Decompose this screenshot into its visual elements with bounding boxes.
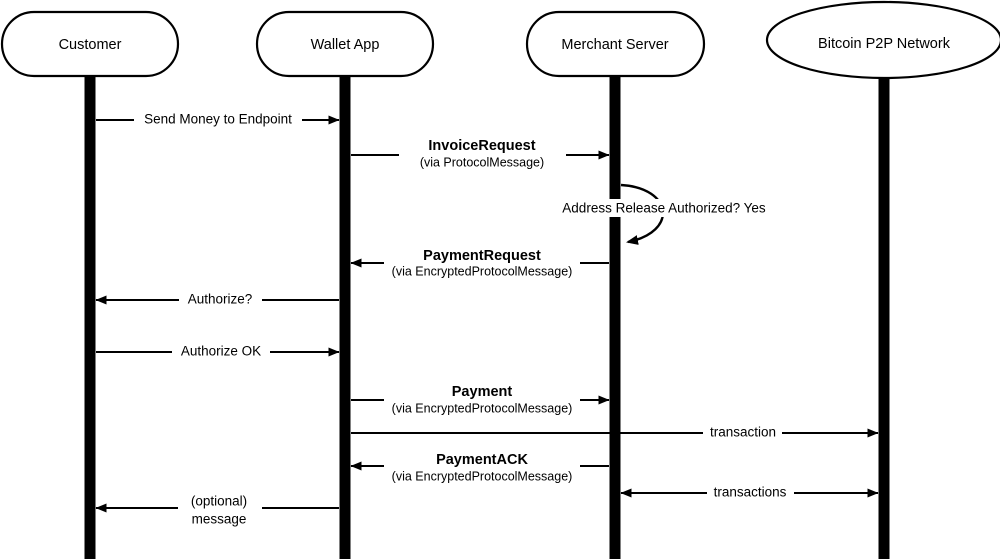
label-backdrop xyxy=(399,138,566,170)
message-sublabel: (via EncryptedProtocolMessage) xyxy=(392,401,573,415)
actor-label-merchant: Merchant Server xyxy=(561,37,668,53)
label-backdrop xyxy=(179,291,262,309)
label-backdrop xyxy=(703,424,782,442)
label-backdrop xyxy=(384,246,580,278)
label-backdrop xyxy=(134,111,302,129)
message-transactions[interactable]: transactions xyxy=(620,484,879,502)
actor-headers-group: Customer Wallet App Merchant Server Bitc… xyxy=(0,0,1000,80)
message-label: Address Release Authorized? Yes xyxy=(562,201,766,216)
message-label: PaymentACK xyxy=(436,452,528,468)
message-label: InvoiceRequest xyxy=(428,138,535,154)
label-backdrop xyxy=(178,492,262,524)
actor-label-wallet: Wallet App xyxy=(311,37,380,53)
message-invoice-request[interactable]: InvoiceRequest (via ProtocolMessage) xyxy=(351,138,610,170)
message-sublabel: (via EncryptedProtocolMessage) xyxy=(392,264,573,278)
message-label: transaction xyxy=(710,425,776,440)
message-transaction[interactable]: transaction xyxy=(351,424,879,442)
message-optional[interactable]: (optional) message xyxy=(95,492,339,527)
message-label: Send Money to Endpoint xyxy=(144,112,292,127)
actor-label-bitcoin: Bitcoin P2P Network xyxy=(818,36,951,52)
message-label: Authorize OK xyxy=(181,344,261,359)
label-backdrop xyxy=(384,449,580,481)
actor-box-customer[interactable] xyxy=(0,10,180,78)
label-backdrop xyxy=(172,343,270,361)
message-label: Authorize? xyxy=(188,292,253,307)
actor-label-customer: Customer xyxy=(59,37,122,53)
actor-ellipse-bitcoin[interactable] xyxy=(765,0,1000,80)
lifelines-group xyxy=(84,76,890,559)
message-authorize-ok[interactable]: Authorize OK xyxy=(96,343,340,361)
message-sublabel: message xyxy=(192,512,247,527)
label-backdrop xyxy=(707,484,794,502)
message-payment-request[interactable]: PaymentRequest (via EncryptedProtocolMes… xyxy=(350,246,609,278)
message-sublabel: (via EncryptedProtocolMessage) xyxy=(392,469,573,483)
message-label: Payment xyxy=(452,384,513,400)
message-send-money[interactable]: Send Money to Endpoint xyxy=(96,111,340,129)
message-payment-ack[interactable]: PaymentACK (via EncryptedProtocolMessage… xyxy=(350,449,609,483)
message-label: PaymentRequest xyxy=(423,248,541,264)
label-backdrop xyxy=(552,199,777,217)
label-backdrop xyxy=(384,383,580,415)
message-payment[interactable]: Payment (via EncryptedProtocolMessage) xyxy=(351,383,610,415)
message-sublabel: (via ProtocolMessage) xyxy=(420,155,544,169)
actor-box-merchant[interactable] xyxy=(525,10,706,78)
message-address-release[interactable]: Address Release Authorized? Yes xyxy=(552,183,777,245)
message-authorize-query[interactable]: Authorize? xyxy=(95,291,339,309)
actor-box-wallet[interactable] xyxy=(255,10,435,78)
message-label: (optional) xyxy=(191,494,247,509)
message-label: transactions xyxy=(714,485,787,500)
